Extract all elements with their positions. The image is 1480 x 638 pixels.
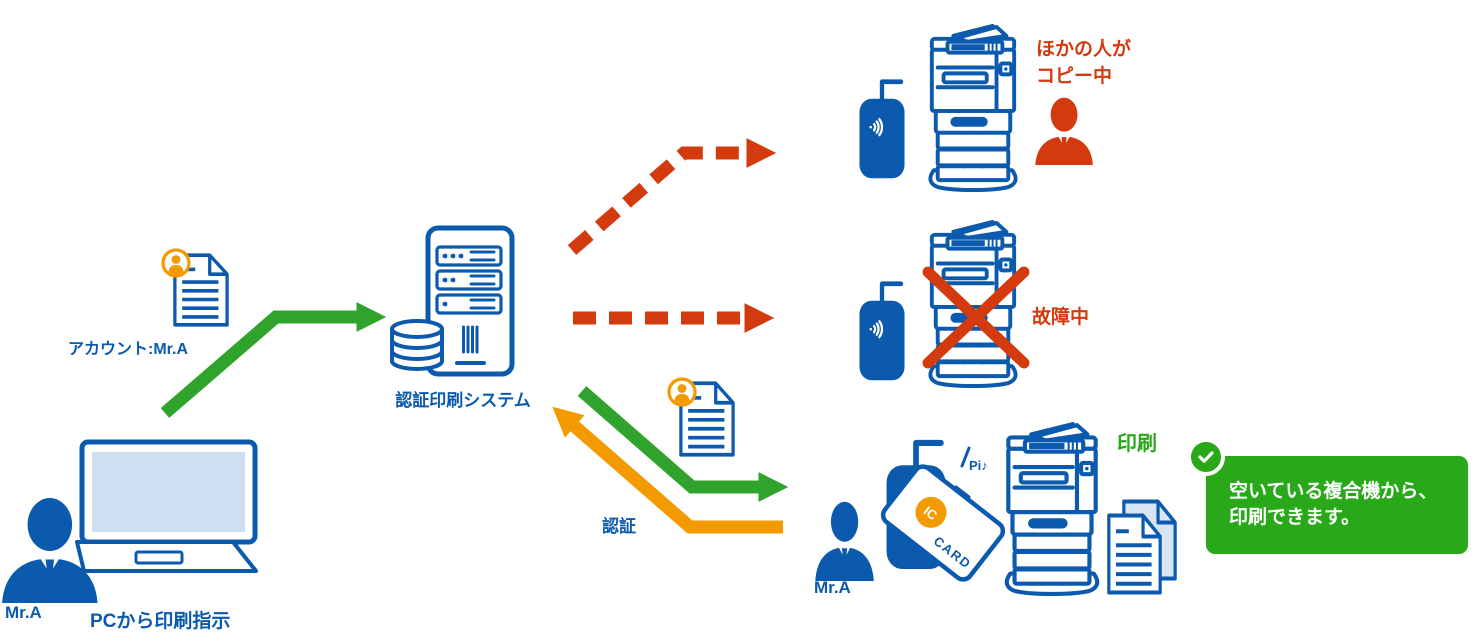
card-reader-icon — [859, 82, 904, 178]
broken-status: 故障中 — [1032, 307, 1090, 328]
arrow-server-to-busy-printer — [567, 138, 777, 255]
callout-line2: 印刷できます。 — [1229, 507, 1361, 528]
beep-ticks-icon — [954, 446, 971, 499]
card-user-icon — [815, 501, 874, 581]
card-user-name: Mr.A — [814, 578, 851, 597]
busy-user-icon — [1035, 97, 1093, 165]
busy-status-line1: ほかの人が — [1036, 39, 1132, 60]
auth-print-server — [390, 225, 515, 377]
success-callout: 空いている複合機から、 印刷できます。 — [1187, 438, 1468, 554]
account-badge-icon — [669, 379, 695, 405]
pc-caption: PCから印刷指示 — [90, 611, 231, 632]
broken-printer-station — [859, 219, 1030, 388]
auth-label: 認証 — [602, 517, 636, 536]
print-label: 印刷 — [1117, 433, 1157, 455]
server-label: 認証印刷システム — [395, 391, 531, 410]
ic-card-icon: IC CARD — [880, 464, 1006, 582]
free-printer-station: IC CARD — [815, 424, 1178, 594]
beep-label: Pi♪ — [969, 458, 988, 473]
printed-documents-icon — [1109, 499, 1178, 593]
laptop-icon — [75, 439, 258, 573]
pc-station — [2, 439, 258, 603]
card-reader-icon — [859, 284, 904, 380]
server-icon — [425, 225, 515, 377]
job-document-to-printer — [669, 379, 733, 455]
check-icon — [1187, 438, 1225, 476]
busy-status-line2: コピー中 — [1036, 66, 1113, 87]
arrow-pc-to-server — [160, 302, 387, 418]
busy-status: ほかの人が コピー中 — [1036, 36, 1131, 90]
account-label: アカウント:Mr.A — [68, 341, 189, 358]
arrow-auth-to-server — [552, 406, 783, 534]
printer-icon — [928, 219, 1018, 388]
document-front-icon — [1109, 516, 1160, 593]
print-job-document — [163, 250, 227, 325]
callout-line1: 空いている複合機から、 — [1229, 481, 1438, 502]
arrow-server-to-free-printer — [577, 386, 789, 502]
callout-text: 空いている複合機から、 印刷できます。 — [1206, 456, 1468, 531]
database-icon — [390, 319, 444, 371]
printer-icon — [1007, 424, 1097, 594]
printer-icon — [928, 23, 1018, 192]
account-badge-icon — [163, 250, 189, 276]
cross-icon — [922, 266, 1030, 369]
pc-user-name: Mr.A — [5, 603, 42, 622]
